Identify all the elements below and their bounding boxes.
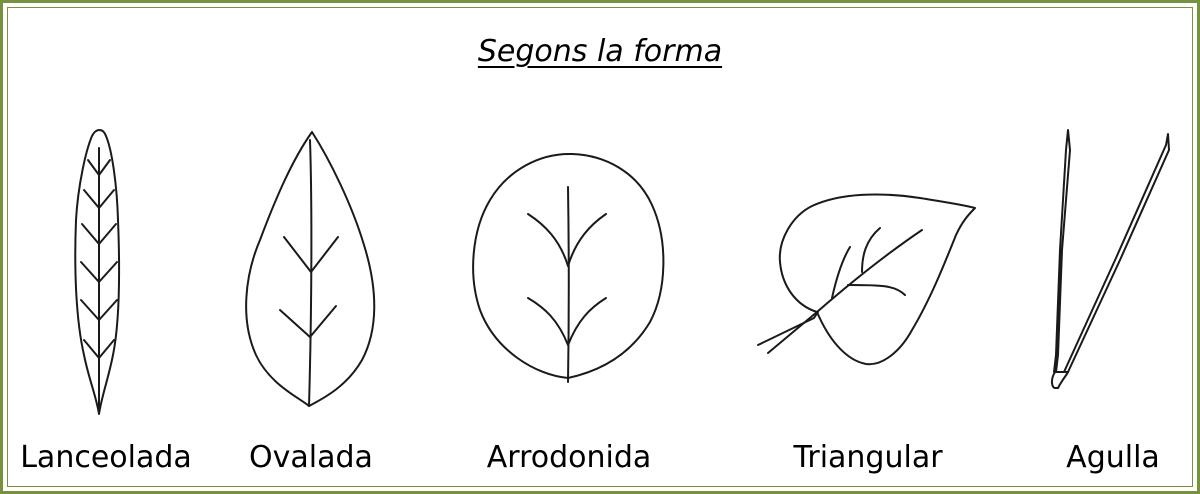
oval-leaf-icon <box>246 132 374 406</box>
rounded-leaf-icon <box>473 154 663 382</box>
leaf-label-lanceolada: Lanceolada <box>20 440 192 475</box>
lanceolate-leaf-icon <box>75 130 119 414</box>
leaf-label-agulla: Agulla <box>1066 440 1160 475</box>
needle-leaf-icon <box>1052 130 1169 388</box>
leaf-label-ovalada: Ovalada <box>249 440 373 475</box>
triangular-leaf-icon <box>758 194 975 364</box>
leaf-label-arrodonida: Arrodonida <box>487 440 652 475</box>
leaf-label-triangular: Triangular <box>793 440 942 475</box>
